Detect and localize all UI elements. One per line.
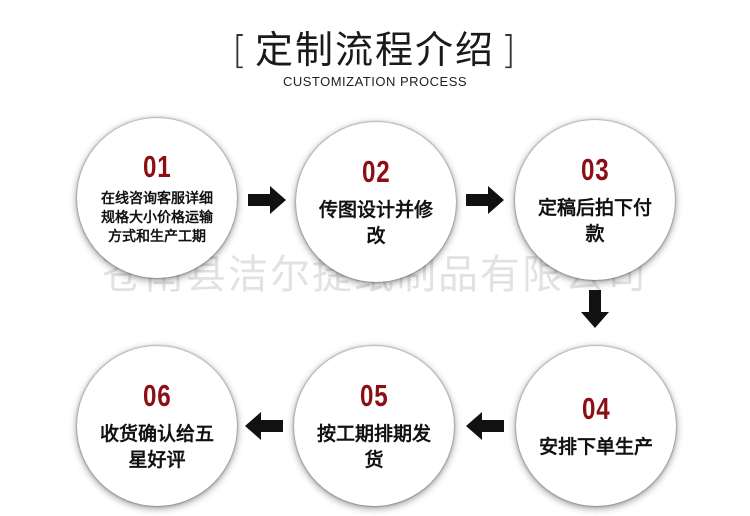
- page-title: [定制流程介绍]: [226, 26, 524, 74]
- page-subtitle: CUSTOMIZATION PROCESS: [282, 74, 468, 89]
- arrow-left-icon: [245, 412, 283, 440]
- step-number: 05: [359, 378, 389, 413]
- step-03: 03 定稿后拍下付款: [515, 120, 675, 280]
- step-number: 03: [580, 152, 610, 187]
- step-text: 在线咨询客服详细规格大小价格运输方式和生产工期: [101, 190, 213, 245]
- step-04: 04 安排下单生产: [516, 346, 676, 506]
- page-header: [定制流程介绍] CUSTOMIZATION PROCESS: [0, 26, 750, 90]
- step-text: 定稿后拍下付款: [537, 197, 652, 245]
- step-number: 02: [361, 154, 391, 189]
- step-text: 按工期排期发货: [316, 423, 431, 471]
- step-number: 06: [142, 378, 172, 413]
- title-text: 定制流程介绍: [254, 28, 495, 72]
- step-02: 02 传图设计并修改: [296, 122, 456, 282]
- step-text: 收货确认给五星好评: [99, 423, 214, 471]
- title-bracket-right: ]: [501, 28, 518, 72]
- title-bracket-left: [: [232, 28, 249, 72]
- step-number: 04: [581, 391, 611, 426]
- arrow-left-icon: [466, 412, 504, 440]
- step-text: 安排下单生产: [538, 436, 653, 458]
- step-06: 06 收货确认给五星好评: [77, 346, 237, 506]
- arrow-right-icon: [248, 186, 286, 214]
- step-text: 传图设计并修改: [318, 199, 433, 247]
- arrow-down-icon: [581, 290, 609, 328]
- step-05: 05 按工期排期发货: [294, 346, 454, 506]
- step-number: 01: [142, 148, 172, 184]
- arrow-right-icon: [466, 186, 504, 214]
- step-01: 01 在线咨询客服详细规格大小价格运输方式和生产工期: [77, 118, 237, 278]
